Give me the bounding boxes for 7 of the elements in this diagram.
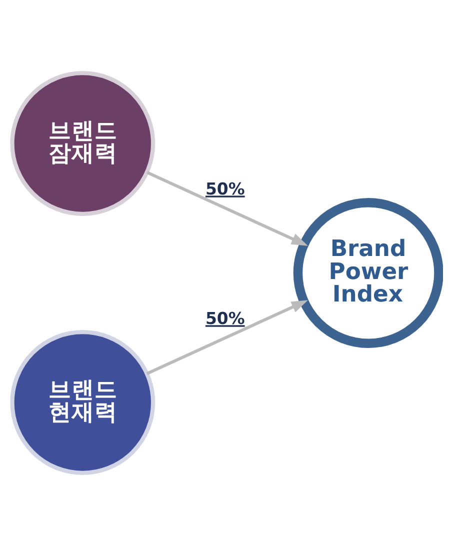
edge-label: 50% bbox=[205, 180, 245, 199]
node-circle: Brand Power Index bbox=[293, 198, 443, 348]
arrow bbox=[146, 300, 308, 375]
arrow bbox=[146, 171, 308, 246]
node-circle: 브랜드 현재력 bbox=[10, 330, 156, 475]
edge-label: 50% bbox=[205, 309, 245, 328]
node-circle: 브랜드 잠재력 bbox=[10, 71, 156, 216]
